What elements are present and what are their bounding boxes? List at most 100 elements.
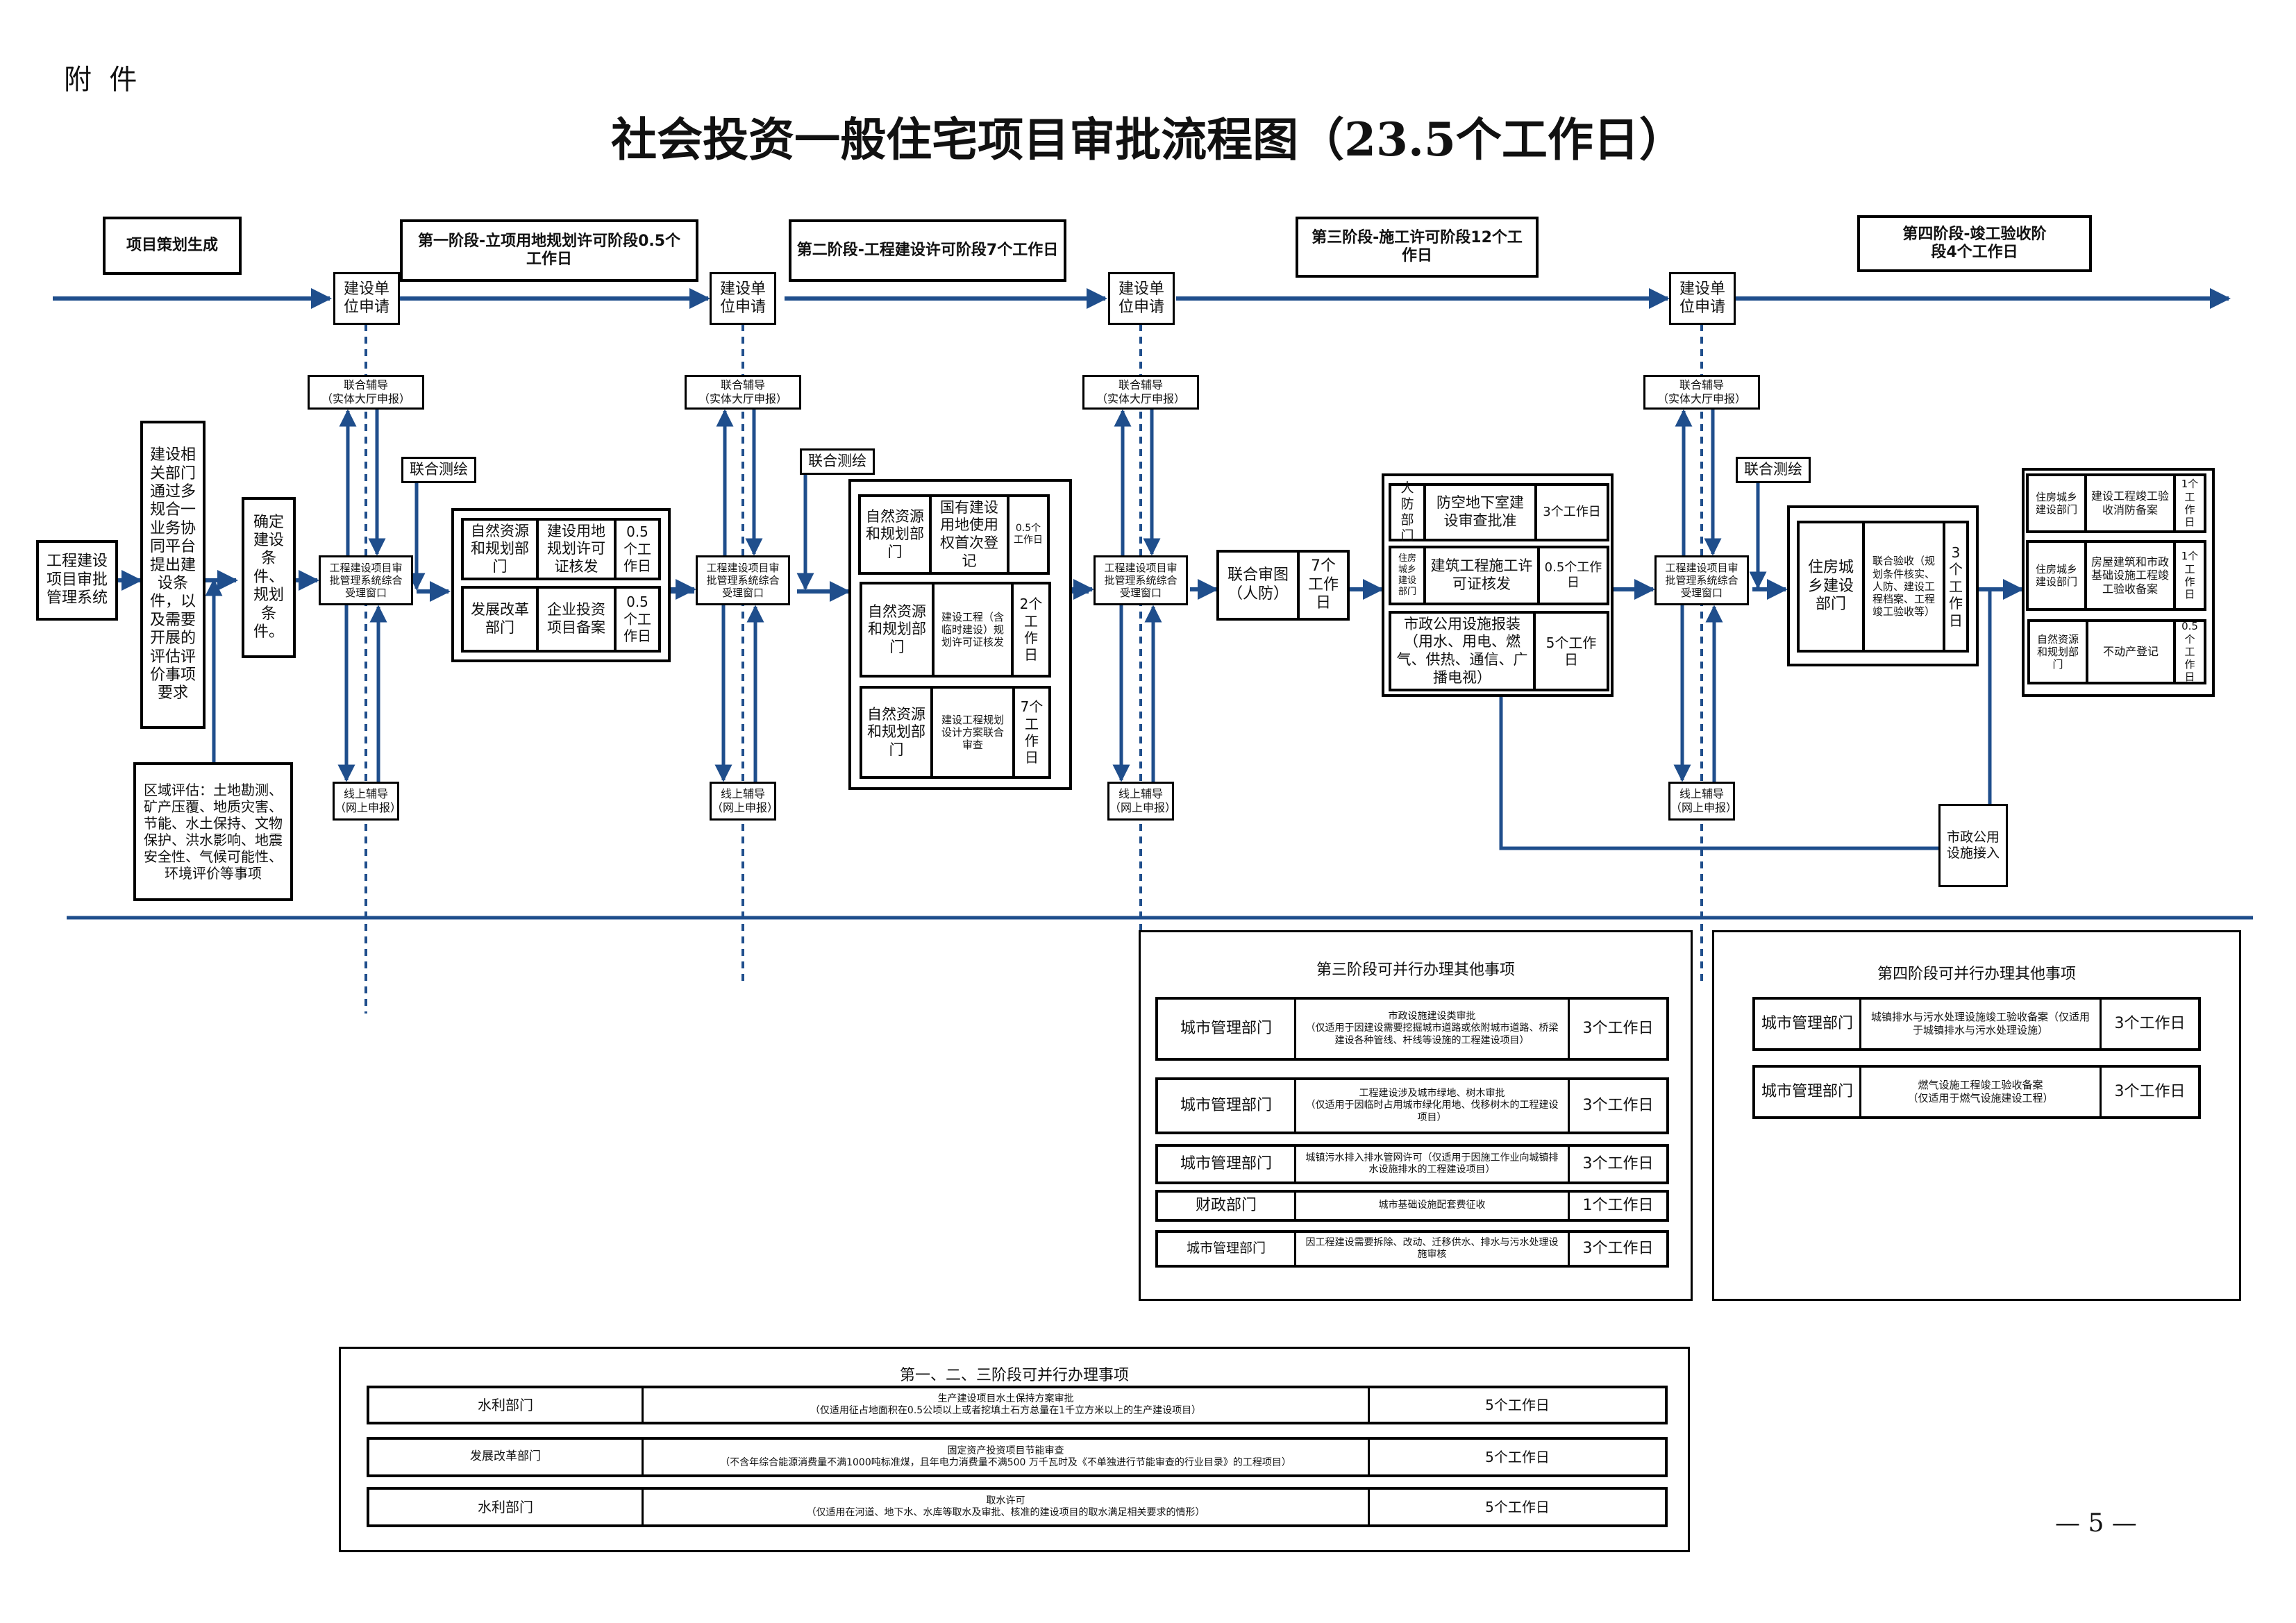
item-dept: 住房城乡建设部门 [2035,490,2077,516]
item-days: 0.5个工作日 [614,589,658,650]
applicant-box-1[interactable]: 建设单位申请 [333,272,400,325]
item-dept: 住房城乡建设部门 [1398,553,1416,597]
parallel-item-days: 3个工作日 [1568,1000,1666,1058]
applicant-box-3[interactable]: 建设单位申请 [1108,272,1175,325]
item-item: 防空地下室建设审查批准 [1423,486,1534,539]
acceptance-window-2[interactable]: 工程建设项目审批管理系统综合受理窗口 [696,555,790,605]
joint-guidance-box-2[interactable]: 联合辅导 （实体大厅申报） [685,375,801,410]
item-days: 3个工作日 [1534,486,1607,539]
parallel-stage4-title: 第四阶段可并行办理其他事项 [1877,966,2076,983]
parallel-item-dept: 财政部门 [1195,1197,1257,1215]
joint-acceptance-item: 联合验收（规划条件核实、人防、建设工程档案、工程竣工验收等） [1862,523,1943,650]
parallel-item-dept: 城市管理部门 [1186,1241,1266,1256]
parallel-item-row: 城市管理部门城镇排水与污水处理设施竣工验收备案（仅适用于城镇排水与污水处理设施）… [1752,997,2201,1051]
parallel-item-desc: 城镇排水与污水处理设施竣工验收备案（仅适用于城镇排水与污水处理设施） [1859,1000,2100,1048]
approval-system-box: 工程建设项目审批管理系统 [36,540,118,621]
item-dept: 住房城乡建设部门 [2035,562,2077,588]
parallel-item-row: 发展改革部门固定资产投资项目节能审查（不含年综合能源消费量不满1000吨标准煤，… [367,1437,1668,1477]
joint-acceptance-row: 住房城乡建设部门 联合验收（规划条件核实、人防、建设工程档案、工程竣工验收等） … [1797,521,1969,653]
parallel-item-days: 3个工作日 [1568,1080,1666,1132]
parallel-item-title: 市政设施建设类审批 [1388,1010,1476,1022]
parallel-stage3-title: 第三阶段可并行办理其他事项 [1316,961,1515,979]
parallel-item-desc: 工程建设涉及城市绿地、树木审批（仅适用于因临时占用城市绿化用地、伐移树木的工程建… [1294,1080,1568,1132]
item-item: 建筑工程施工许可证核发 [1423,548,1537,603]
parallel-item-note: （仅适用在河道、地下水、水库等取水及审批、核准的建设项目的取水满足相关要求的情形… [806,1507,1205,1518]
acceptance-window-3[interactable]: 工程建设项目审批管理系统综合受理窗口 [1093,555,1188,605]
parallel-item-dept: 城市管理部门 [1761,1083,1853,1101]
item-dept: 人防部门 [1400,480,1414,544]
item-days: 1个工作日 [2173,543,2204,608]
parallel-item-dept: 水利部门 [478,1498,533,1515]
item-item: 国有建设用地使用权首次登记 [929,497,1007,572]
acceptance-window-4[interactable]: 工程建设项目审批管理系统综合受理窗口 [1654,555,1749,605]
parallel-item-days: 3个工作日 [2100,1000,2198,1048]
item-item: 建设用地规划许可证核发 [536,521,614,578]
online-guidance-box-1[interactable]: 线上辅导 （网上申报） [333,782,401,821]
acceptance-window-1[interactable]: 工程建设项目审批管理系统综合受理窗口 [319,555,413,605]
joint-guidance-box-3[interactable]: 联合辅导 （实体大厅申报） [1082,375,1199,410]
stage-header-3: 第三阶段-施工许可阶段12个工作日 [1296,217,1539,278]
parallel-item-desc: 城镇污水排入排水管网许可（仅适用于因施工作业向城镇排水设施排水的工程建设项目） [1294,1147,1568,1181]
parallel-item-title: 城镇污水排入排水管网许可（仅适用于因施工作业向城镇排水设施排水的工程建设项目） [1305,1152,1559,1176]
parallel-item-row: 水利部门生产建设项目水土保持方案审批（仅适用征占地面积在0.5公顷以上或者挖填土… [367,1386,1668,1424]
parallel-item-days: 3个工作日 [1568,1147,1666,1181]
stage-header-planning: 项目策划生成 [103,217,242,275]
item-days: 0.5个工作日 [614,521,658,578]
item-days: 0.5个工作日 [1537,548,1607,603]
item-item: 房屋建筑和市政基础设施工程竣工验收备案 [2084,543,2173,608]
parallel-item-title: 取水许可 [986,1495,1025,1506]
parallel-item-desc: 生产建设项目水土保持方案审批（仅适用征占地面积在0.5公顷以上或者挖填土石方总量… [642,1388,1368,1422]
regional-evaluation-box: 区域评估：土地勘测、矿产压覆、地质灾害、节能、水土保持、文物保护、洪水影响、地震… [133,762,293,901]
item-dept: 自然资源和规划部门 [866,507,924,560]
attachment-label: 附 件 [64,64,137,96]
online-guidance-box-3[interactable]: 线上辅导 （网上申报） [1107,782,1176,821]
joint-guidance-box-1[interactable]: 联合辅导 （实体大厅申报） [308,375,424,410]
joint-drawing-review-days: 7个工作日 [1297,553,1347,618]
item-item: 不动产登记 [2086,622,2173,682]
item-dept: 自然资源和规划部门 [868,603,926,655]
parallel-item-note: （仅适用征占地面积在0.5公顷以上或者挖填土石方总量在1千立方米以上的生产建设项… [810,1405,1202,1416]
applicant-box-4[interactable]: 建设单位申请 [1669,272,1736,325]
parallel-item-dept: 城市管理部门 [1180,1097,1272,1115]
joint-guidance-box-4[interactable]: 联合辅导 （实体大厅申报） [1643,375,1760,410]
parallel-item-row: 城市管理部门 工程建设涉及城市绿地、树木审批（仅适用于因临时占用城市绿化用地、伐移… [1155,1077,1669,1134]
applicant-box-2[interactable]: 建设单位申请 [710,272,776,325]
item-item: 建设工程（含临时建设）规划许可证核发 [932,585,1011,675]
joint-survey-box-1: 联合测绘 [401,457,476,483]
joint-acceptance-days: 3个工作日 [1943,523,1966,650]
item-days: 0.5个工作日 [1007,497,1047,572]
parallel-123-title: 第一、二、三阶段可并行办理事项 [899,1367,1129,1384]
parallel-item-days: 5个工作日 [1368,1440,1665,1474]
parallel-item-row: 水利部门 取水许可（仅适用在河道、地下水、水库等取水及审批、核准的建设项目的取水满… [367,1487,1668,1527]
online-guidance-box-4[interactable]: 线上辅导 （网上申报） [1668,782,1737,821]
platform-box: 建设相关部门通过多规合一业务协同平台提出建设条件，以及需要开展的评估评价事项要求 [140,421,206,729]
parallel-item-title: 固定资产投资项目节能审查 [947,1445,1064,1456]
parallel-item-title: 城镇排水与污水处理设施竣工验收备案（仅适用于城镇排水与污水处理设施） [1870,1011,2090,1036]
stage-header-1: 第一阶段-立项用地规划许可阶段0.5个工作日 [400,219,698,282]
online-guidance-box-2[interactable]: 线上辅导 （网上申报） [710,782,778,821]
parallel-item-row: 城市管理部门燃气设施工程竣工验收备案（仅适用于燃气设施建设工程）3个工作日 [1752,1065,2201,1119]
page-number: — 5 — [2055,1509,2137,1538]
item-item: 市政公用设施报装（用水、用电、燃气、供热、通信、广播电视） [1396,615,1528,686]
parallel-item-desc: 固定资产投资项目节能审查（不含年综合能源消费量不满1000吨标准煤，且年电力消费… [642,1440,1368,1474]
item-row: 市政公用设施报装（用水、用电、燃气、供热、通信、广播电视）5个工作日 [1389,611,1609,691]
parallel-item-title: 生产建设项目水土保持方案审批 [937,1393,1074,1404]
parallel-item-days: 1个工作日 [1568,1193,1666,1219]
parallel-item-desc: 取水许可（仅适用在河道、地下水、水库等取水及审批、核准的建设项目的取水满足相关要… [642,1490,1368,1524]
parallel-item-desc: 城市基础设施配套费征收 [1294,1193,1568,1219]
item-item: 建设工程规划设计方案联合审查 [930,689,1012,776]
joint-drawing-review: 联合审图（人防） 7个工作日 [1216,550,1350,621]
parallel-item-dept: 城市管理部门 [1180,1155,1272,1173]
